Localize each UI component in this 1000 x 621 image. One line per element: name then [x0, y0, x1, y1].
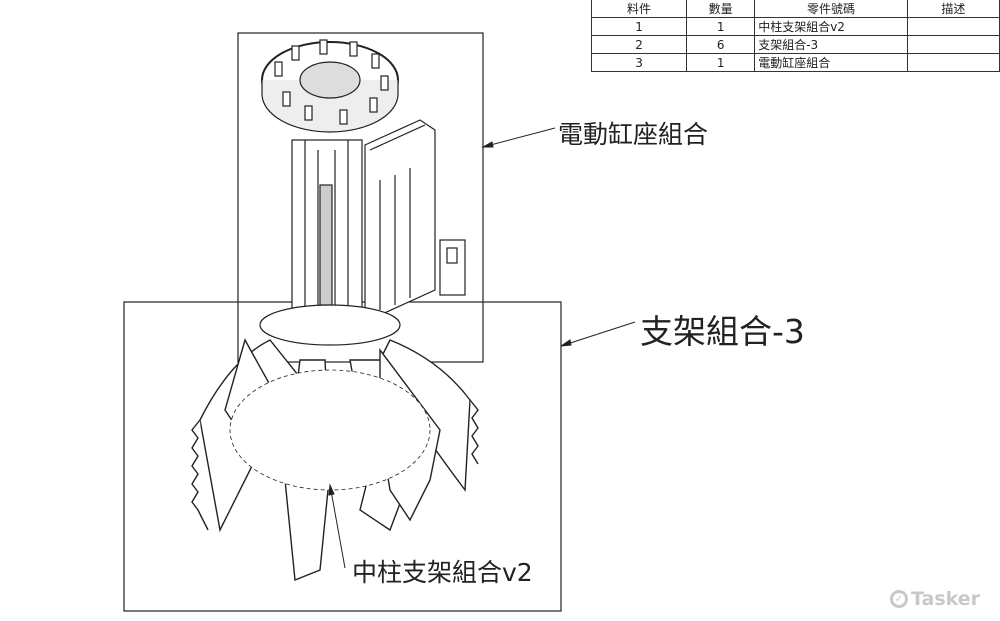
cell-part: 電動缸座組合 [754, 53, 908, 72]
gripper-claws [191, 338, 479, 581]
callout-center-column-bracket: 中柱支架組合v2 [352, 558, 533, 587]
table-row: 3 1 電動缸座組合 [590, 53, 1000, 72]
actuator-columns [291, 139, 363, 311]
cell-qty: 1 [686, 53, 756, 72]
leader-lines [328, 127, 636, 569]
callout-bracket-assembly: 支架組合-3 [640, 312, 805, 351]
callout-cylinder-seat-assembly: 電動缸座組合 [558, 120, 709, 149]
cell-desc [906, 53, 1000, 72]
servo-motor [364, 119, 466, 316]
bill-of-materials-table: 料件 數量 零件號碼 描述 1 1 中柱支架組合v2 2 6 支架組合-3 3 … [590, 0, 1000, 72]
table-row: 2 6 支架組合-3 [590, 35, 1000, 54]
top-flange [261, 39, 399, 133]
watermark-text: Tasker [911, 588, 981, 610]
watermark: ✓ Tasker [890, 588, 980, 610]
cell-part: 支架組合-3 [754, 35, 908, 54]
bracket-hub [259, 304, 401, 346]
tasker-logo-icon: ✓ [890, 590, 908, 608]
